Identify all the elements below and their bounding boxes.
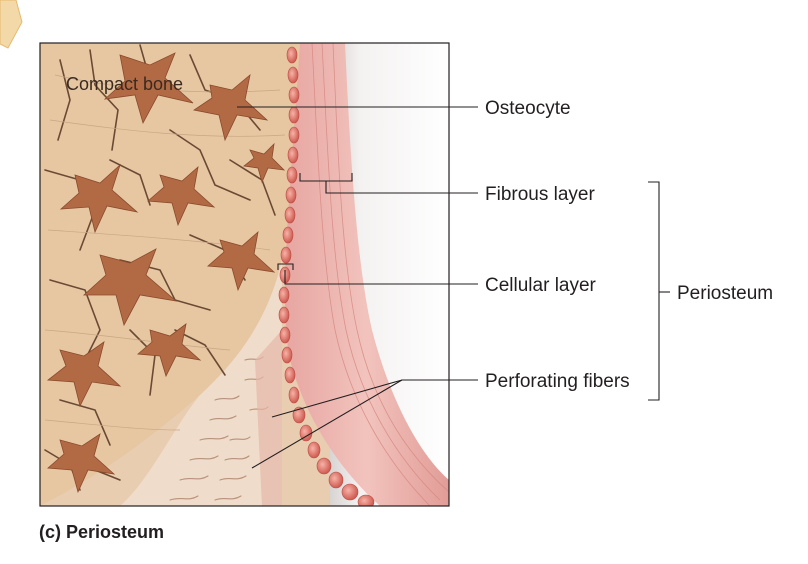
corner-arrow-icon: [0, 0, 23, 49]
periosteum-cellular-layer: [278, 46, 375, 506]
perforating-fibers-label: Perforating fibers: [485, 371, 630, 392]
periosteum-label: Periosteum: [677, 283, 774, 304]
figure-frame: [39, 42, 450, 507]
periosteum-fibrous-layer: [284, 43, 449, 506]
osteocytes: [46, 52, 286, 494]
osteocyte-label: Osteocyte: [485, 98, 571, 119]
fiber-region: [120, 260, 282, 506]
bone-fine-lines: [44, 74, 286, 431]
compact-bone-label: Compact bone: [66, 74, 184, 94]
cellular-layer-label: Cellular layer: [485, 275, 596, 296]
leader-lines: [237, 106, 670, 469]
figure-caption: (c) Periosteum: [39, 522, 165, 542]
fibrous-striations: [311, 43, 449, 506]
compact-bone-region: [40, 43, 300, 506]
fibrous-layer-label: Fibrous layer: [485, 184, 595, 205]
